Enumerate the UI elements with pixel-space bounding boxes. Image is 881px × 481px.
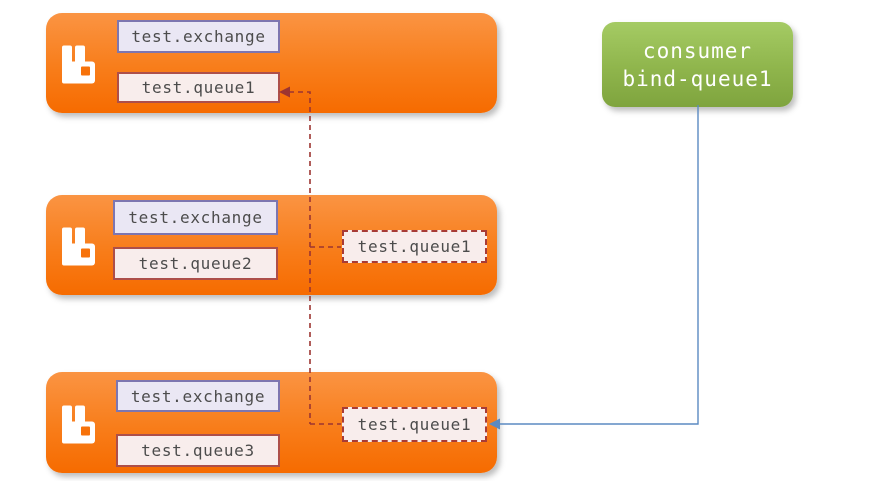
broker-panel-1: test.exchange test.queue1 bbox=[46, 13, 497, 113]
consumer-label-line1: consumer bbox=[642, 38, 753, 63]
queue-label-1: test.queue1 bbox=[117, 72, 280, 103]
rabbitmq-logo-icon bbox=[62, 227, 95, 266]
broker-panel-3: test.exchange test.queue3 test.queue1 bbox=[46, 372, 497, 473]
exchange-label-1: test.exchange bbox=[117, 20, 280, 53]
rabbitmq-logo-icon bbox=[62, 405, 95, 444]
consumer-label-line2: bind-queue1 bbox=[622, 66, 773, 91]
queue-label-2: test.queue2 bbox=[113, 247, 278, 280]
exchange-label-3: test.exchange bbox=[116, 380, 280, 412]
exchange-label-2: test.exchange bbox=[113, 200, 278, 235]
consume-arrow-blue bbox=[489, 105, 699, 430]
ghost-queue-label-3: test.queue1 bbox=[342, 407, 487, 442]
queue-label-3: test.queue3 bbox=[116, 434, 280, 467]
broker-panel-2: test.exchange test.queue2 test.queue1 bbox=[46, 195, 497, 295]
rabbitmq-logo-icon bbox=[62, 45, 95, 84]
consumer-node: consumer bind-queue1 bbox=[602, 22, 793, 107]
ghost-queue-label-2: test.queue1 bbox=[342, 230, 487, 263]
